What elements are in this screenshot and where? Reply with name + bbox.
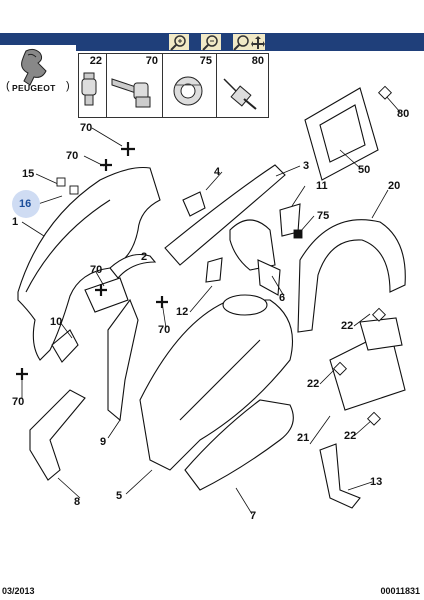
zoom-move-icon[interactable] <box>232 33 266 51</box>
part-number: 70 <box>145 55 158 67</box>
zoom-in-icon[interactable] <box>168 33 190 51</box>
callout-70[interactable]: 70 <box>90 264 103 276</box>
callout-1[interactable]: 1 <box>12 216 19 228</box>
callout-5[interactable]: 5 <box>116 490 123 502</box>
part-cell-75[interactable]: 75 <box>162 53 217 117</box>
callout-7[interactable]: 7 <box>250 510 257 522</box>
part-13-bracket <box>319 443 361 509</box>
callout-2[interactable]: 2 <box>141 251 148 263</box>
callout-70[interactable]: 70 <box>12 396 25 408</box>
part-4-bracket <box>182 191 206 217</box>
part-cell-70[interactable]: 70 <box>106 53 163 117</box>
part-8-lower-bracket <box>29 389 86 481</box>
part-50-panel <box>304 87 379 181</box>
callout-80[interactable]: 80 <box>397 108 410 120</box>
footer-date: 03/2013 <box>2 586 35 596</box>
part-7-rocker <box>184 399 294 491</box>
zoom-toolbar <box>0 33 424 51</box>
callout-10[interactable]: 10 <box>50 316 63 328</box>
part-2-wheelarch <box>109 253 157 279</box>
part-22-splash <box>359 317 403 351</box>
callout-50[interactable]: 50 <box>358 164 371 176</box>
callout-11[interactable]: 11 <box>316 180 328 192</box>
callout-22[interactable]: 22 <box>341 320 354 332</box>
part-number: 75 <box>199 55 212 67</box>
part-12-clip <box>205 257 223 283</box>
callout-20[interactable]: 20 <box>388 180 401 192</box>
callout-9[interactable]: 9 <box>100 436 107 448</box>
part-70-support <box>84 277 129 313</box>
callout-13[interactable]: 13 <box>370 476 383 488</box>
callout-22[interactable]: 22 <box>307 378 320 390</box>
callout-8[interactable]: 8 <box>74 496 81 508</box>
callout-70[interactable]: 70 <box>80 122 93 134</box>
callout-16[interactable]: 16 <box>19 198 32 210</box>
part-3-upper-rail <box>164 164 286 266</box>
part-cell-22[interactable]: 22 <box>78 53 107 117</box>
part-number: 22 <box>89 55 102 67</box>
part-bar: 22 70 75 80 <box>78 53 269 117</box>
part-10-bracket <box>51 329 79 363</box>
part-number: 80 <box>251 55 264 67</box>
callout-70[interactable]: 70 <box>158 324 171 336</box>
logo-bracket-right: ) <box>66 80 70 92</box>
part-6-inner-panel <box>257 259 281 296</box>
callout-3[interactable]: 3 <box>303 160 310 172</box>
callout-4[interactable]: 4 <box>214 166 221 178</box>
peugeot-logo: PEUGEOT ( ) <box>0 45 76 121</box>
zoom-out-icon[interactable] <box>200 33 222 51</box>
callout-15[interactable]: 15 <box>22 168 35 180</box>
callout-12[interactable]: 12 <box>176 306 189 318</box>
part-5-floor-assembly <box>139 299 294 471</box>
selected-callout-highlight <box>12 190 40 218</box>
part-3-strut-tower <box>229 219 276 271</box>
callout-21[interactable]: 21 <box>297 432 310 444</box>
callout-22[interactable]: 22 <box>344 430 357 442</box>
part-20-wheel-liner <box>297 219 406 333</box>
callout-6[interactable]: 6 <box>279 292 286 304</box>
part-9-upright <box>107 298 139 422</box>
callout-75[interactable]: 75 <box>317 210 330 222</box>
footer-reference: 00011831 <box>380 586 420 596</box>
logo-bracket-left: ( <box>6 80 10 92</box>
callout-70[interactable]: 70 <box>66 150 79 162</box>
logo-text: PEUGEOT <box>12 83 56 93</box>
